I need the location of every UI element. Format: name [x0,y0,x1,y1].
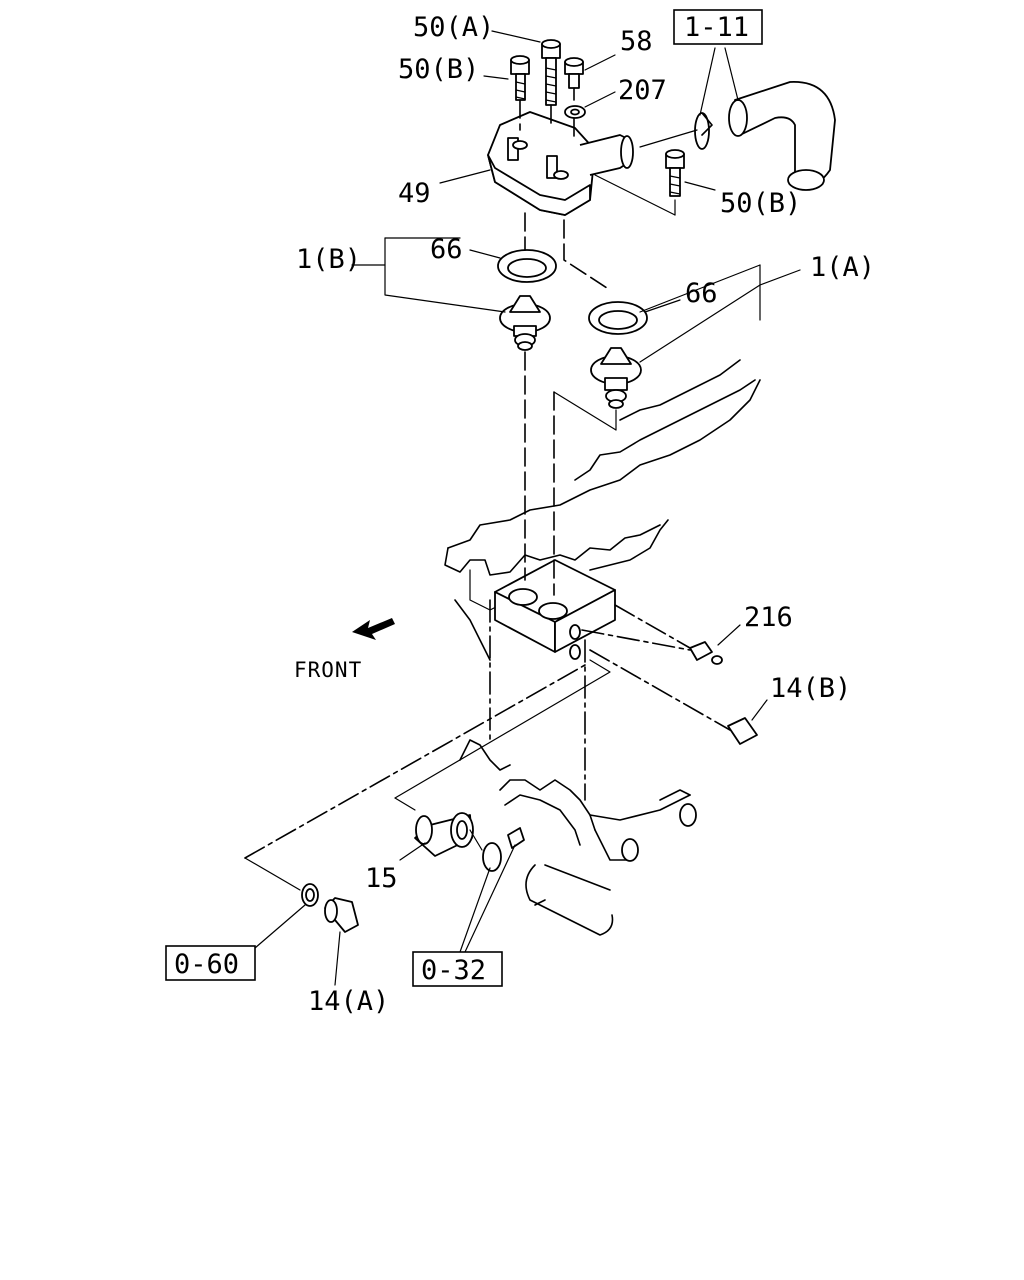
leader-lines [244,30,801,986]
callout-50b-top: 50(B) [398,54,479,85]
gasket-66-left [497,249,557,283]
thermostat-outlet-49 [487,111,634,216]
thermostat-1a [590,347,642,409]
callout-58: 58 [620,26,653,57]
callout-207: 207 [618,75,667,106]
sensor-216 [689,641,723,665]
hose-clamp-upper [694,112,713,150]
front-label: FRONT [294,658,362,682]
washer-bottom [301,883,319,907]
bolt-50b-right [665,149,685,197]
reference-0-32: 0-32 [421,955,486,986]
gasket-66-right [588,301,648,335]
clamp-bottom [482,827,525,872]
radiator-hose-upper [728,81,836,191]
thermostat-1b [499,295,551,351]
thermostat-housing-block [494,559,616,660]
drain-plug-14a [324,897,359,933]
callout-66-left: 66 [430,234,463,265]
reference-box-0-60: 0-60 [165,945,256,981]
plug-14b [727,717,758,745]
callout-14b: 14(B) [770,673,851,704]
engine-block-outline [444,359,761,936]
bolt-50a [541,39,561,106]
callout-50b-right: 50(B) [720,188,801,219]
heater-pipe-15 [414,812,474,857]
reference-box-0-32: 0-32 [412,951,503,987]
bolt-50b-top [510,55,530,101]
front-arrow-icon [352,618,395,640]
reference-0-60: 0-60 [174,949,239,980]
bolt-58 [564,57,584,89]
callout-1b: 1(B) [296,244,361,275]
callout-50a: 50(A) [413,12,494,43]
callout-216: 216 [744,602,793,633]
callout-15: 15 [365,863,398,894]
reference-box-1-11: 1-11 [673,9,763,45]
callout-1a: 1(A) [810,252,875,283]
washer-207 [564,105,586,119]
callout-14a: 14(A) [308,986,389,1017]
callout-66-right: 66 [685,278,718,309]
reference-1-11: 1-11 [684,12,749,43]
callout-49: 49 [398,178,431,209]
